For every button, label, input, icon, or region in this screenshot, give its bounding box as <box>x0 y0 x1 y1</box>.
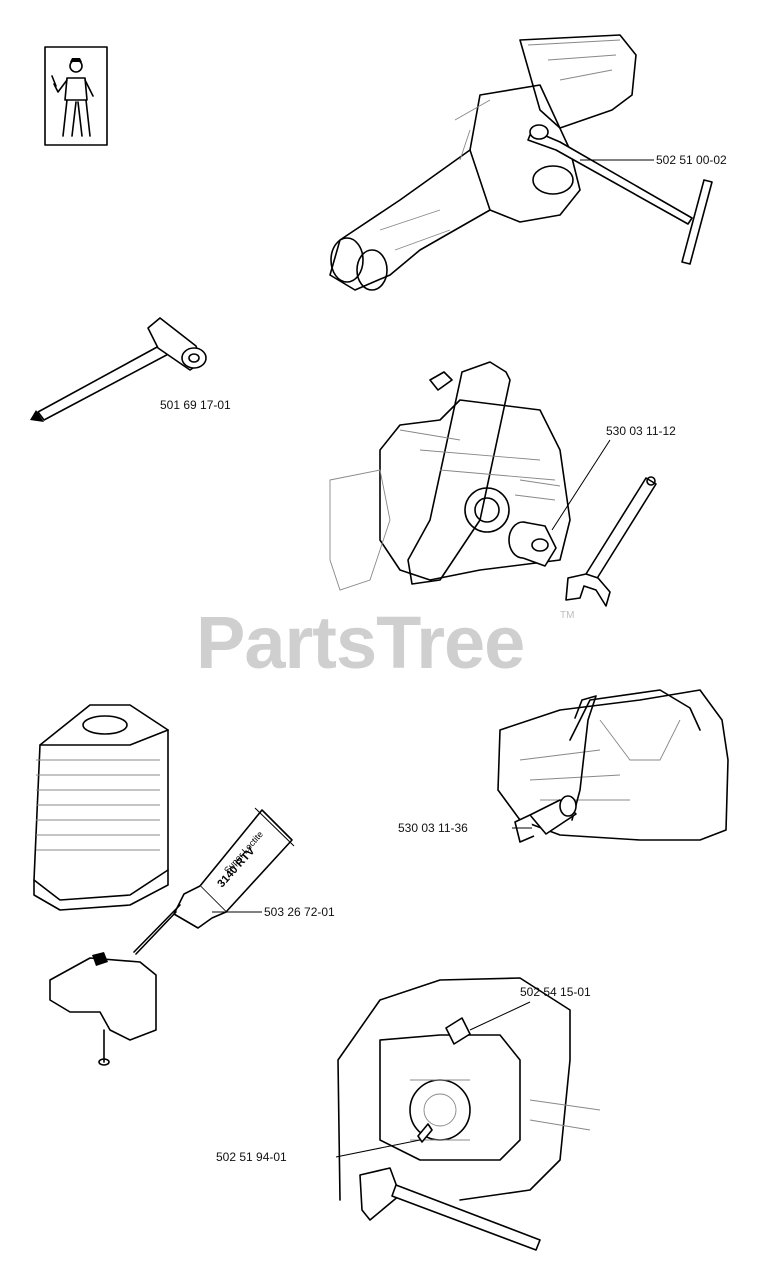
chainsaw-clutch-drum-view <box>329 361 571 591</box>
hammer-icon <box>359 1167 541 1251</box>
t-wrench-icon <box>527 124 713 265</box>
leader-530-03-11-12 <box>551 439 611 531</box>
part-label-530-03-11-12: 530 03 11-12 <box>606 424 676 438</box>
adjustable-wrench-icon <box>565 476 657 607</box>
drift-punch-icon <box>417 1123 433 1143</box>
watermark-trademark: TM <box>560 610 575 621</box>
sealant-tube-icon: Super Loctite 3140 RTV <box>133 807 295 955</box>
part-label-501-69-17-01: 501 69 17-01 <box>160 398 231 412</box>
leader-502-54-15-01 <box>469 1001 531 1031</box>
crankcase-half-icon <box>49 952 157 1066</box>
clutch-drum-icon <box>508 521 557 567</box>
part-label-503-26-72-01: 503 26 72-01 <box>264 905 335 919</box>
chainsaw-flywheel-view <box>337 977 601 1201</box>
part-label-502-51-00-02: 502 51 00-02 <box>656 153 727 167</box>
part-label-502-54-15-01: 502 54 15-01 <box>520 985 591 999</box>
part-label-502-51-94-01: 502 51 94-01 <box>216 1150 287 1164</box>
combination-spanner-icon <box>30 317 207 422</box>
cylinder-icon <box>33 704 169 911</box>
chainsaw-clutch-view <box>329 34 637 291</box>
piston-stop-icon <box>445 1017 471 1045</box>
part-label-530-03-11-36: 530 03 11-36 <box>398 821 468 835</box>
leader-502-51-94-01 <box>335 1139 421 1158</box>
watermark: PartsTree <box>196 601 525 684</box>
mechanic-icon <box>44 46 108 146</box>
